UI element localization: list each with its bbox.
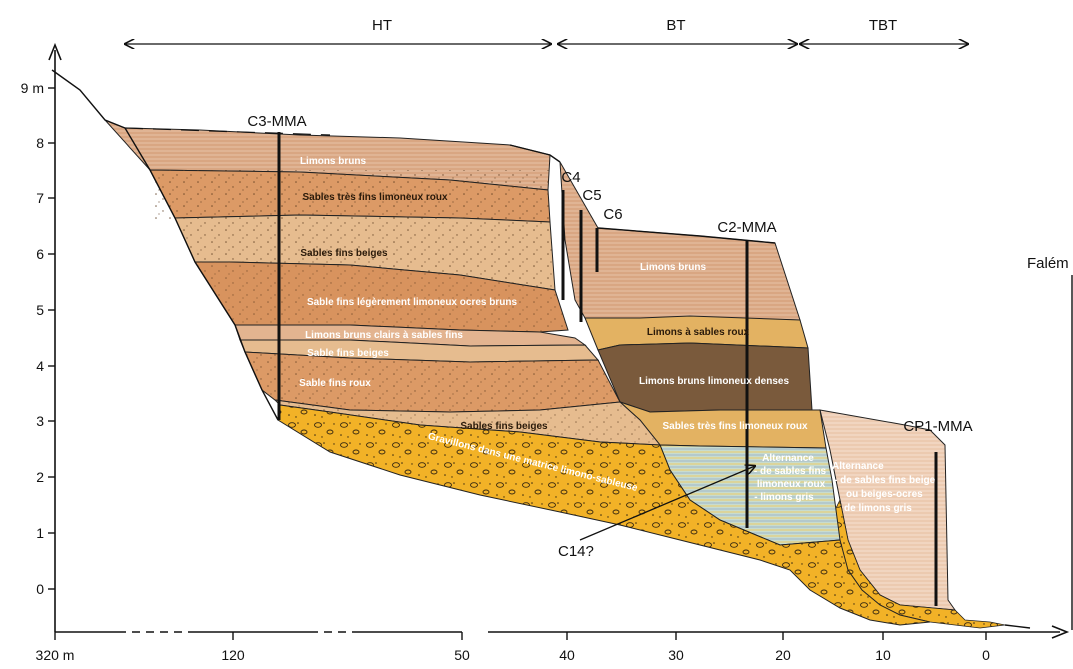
y-tick-label: 5: [36, 302, 44, 318]
layer-label-tbt-1: Alternance: [832, 461, 884, 472]
layer-label-tbt-2: - de sables fins beige: [834, 475, 936, 486]
layer-label-ht-sables-tres-fins: Sables très fins limoneux roux: [302, 192, 447, 203]
ht-sables-fins-beiges-dots: [175, 215, 555, 290]
layer-label-bt-alternance-2: - de sables fins: [754, 466, 827, 477]
y-tick-label: 1: [36, 525, 44, 541]
zone-label-tbt: TBT: [869, 17, 897, 34]
layer-label-bt-limons-denses: Limons bruns limoneux denses: [639, 376, 789, 387]
x-tick-label: 120: [221, 647, 245, 663]
layer-label-bt-sables-tres-fins: Sables très fins limoneux roux: [662, 421, 807, 432]
layer-label-bt-limons-bruns: Limons bruns: [640, 262, 707, 273]
x-tick-labels: 320 m 120 50 40 30 20 10 0: [36, 647, 991, 663]
core-label-c5: C5: [582, 187, 601, 204]
layer-label-bt-alternance-3: limoneux roux: [757, 479, 826, 490]
zone-label-ht: HT: [372, 17, 392, 34]
ht-sables-fins-beiges-bottom-dots: [275, 400, 660, 445]
ground-surface-line: [51, 69, 279, 421]
y-tick-label: 6: [36, 246, 44, 262]
layer-label-tbt-3: ou beiges-ocres: [846, 489, 923, 500]
ht-sable-fins-roux-dots: [245, 352, 620, 412]
c14-label: C14?: [558, 543, 594, 560]
layer-label-ht-limons-bruns: Limons bruns: [300, 156, 367, 167]
y-tick-marks: [48, 87, 55, 590]
y-tick-label: 3: [36, 413, 44, 429]
zone-arrows: HT BT TBT: [125, 17, 968, 44]
y-tick-label: 0: [36, 581, 44, 597]
ht-sables-tres-fins-dots: [150, 170, 550, 222]
layer-label-ht-sable-fins-beiges-2: Sable fins beiges: [307, 348, 389, 359]
layer-label-bt-alternance-1: Alternance: [762, 453, 814, 464]
ht-gravillons-layer: [277, 404, 931, 626]
y-tick-label: 9 m: [21, 80, 44, 96]
x-tick-marks: [54, 632, 987, 640]
y-tick-label: 2: [36, 469, 44, 485]
y-axis: 9 m 8 7 6 5 4 3 2 1 0: [21, 42, 62, 632]
x-tick-label: 320 m: [36, 647, 75, 663]
ht-scarp-line: [509, 144, 561, 163]
x-tick-label: 30: [668, 647, 684, 663]
floodplain-line: [1004, 624, 1031, 629]
bt-top-line: [597, 227, 776, 244]
ht-top-dashed: [124, 127, 331, 136]
layer-label-ht-sables-fins-beiges-bottom: Sables fins beiges: [460, 421, 548, 432]
core-label-cp1-mma: CP1-MMA: [903, 418, 972, 435]
x-tick-label: 40: [559, 647, 575, 663]
y-tick-label: 4: [36, 358, 44, 374]
ht-sable-ocres-bruns-dots: [195, 262, 568, 332]
core-label-c3-mma: C3-MMA: [247, 113, 306, 130]
river-label: Falém: [1027, 255, 1069, 272]
layer-label-ht-sable-fins-roux: Sable fins roux: [299, 378, 371, 389]
layer-label-ht-limons-clairs: Limons bruns clairs à sables fins: [305, 330, 463, 341]
y-tick-label: 8: [36, 135, 44, 151]
layer-label-bt-alternance-4: - limons gris: [754, 492, 814, 503]
x-tick-label: 0: [982, 647, 990, 663]
core-label-c4: C4: [561, 169, 580, 186]
x-axis: 320 m 120 50 40 30 20 10 0: [36, 625, 1070, 663]
layer-label-bt-limons-sables-roux: Limons à sables roux: [647, 327, 750, 338]
x-tick-label: 20: [775, 647, 791, 663]
cores: C3-MMA C4 C5 C6 C2-MMA CP1-MMA: [247, 113, 973, 606]
core-label-c6: C6: [603, 206, 622, 223]
zone-label-bt: BT: [666, 17, 685, 34]
y-tick-label: 7: [36, 190, 44, 206]
layer-label-ht-sable-ocres-bruns: Sable fins légèrement limoneux ocres bru…: [307, 297, 518, 308]
x-tick-label: 50: [454, 647, 470, 663]
core-label-c2-mma: C2-MMA: [717, 219, 776, 236]
layer-label-ht-sables-fins-beiges: Sables fins beiges: [300, 248, 388, 259]
x-tick-label: 10: [875, 647, 891, 663]
layer-label-tbt-4: de limons gris: [844, 503, 912, 514]
c14-arrow: [579, 466, 755, 541]
y-tick-labels: 9 m 8 7 6 5 4 3 2 1 0: [21, 80, 45, 597]
